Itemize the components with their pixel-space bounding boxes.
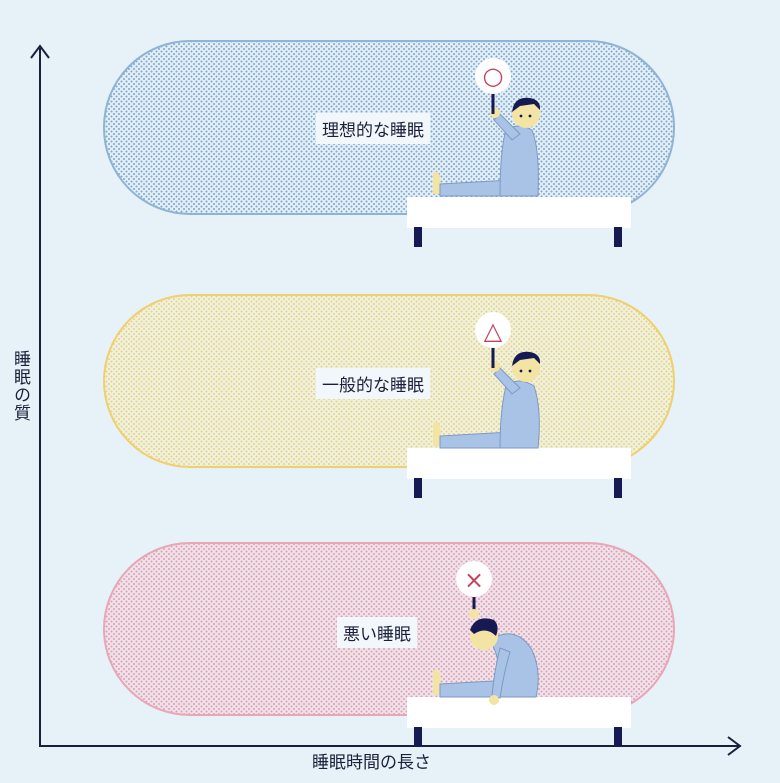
zone-label-ideal: 理想的な睡眠 (316, 113, 430, 144)
sign-normal (475, 312, 511, 348)
sign-bad-mark: × (464, 566, 484, 594)
x-axis-label: 睡眠時間の長さ (312, 753, 431, 773)
bed-ideal (407, 197, 631, 228)
zone-label-bad: 悪い睡眠 (337, 617, 417, 648)
bed-normal (407, 448, 631, 479)
zone-label-normal: 一般的な睡眠 (316, 368, 430, 399)
bed-bad (407, 697, 631, 728)
figure-normal: △ (407, 312, 631, 498)
y-axis-label: 睡眠の質 (10, 350, 30, 422)
figure-bad: × (407, 561, 631, 747)
figure-ideal: ○ (407, 58, 631, 247)
y-axis (30, 44, 50, 746)
sign-ideal-mark: ○ (483, 62, 504, 90)
x-axis (39, 736, 742, 756)
sign-ideal (475, 58, 511, 94)
sign-bad (456, 561, 492, 597)
sign-normal-mark: △ (484, 317, 503, 345)
